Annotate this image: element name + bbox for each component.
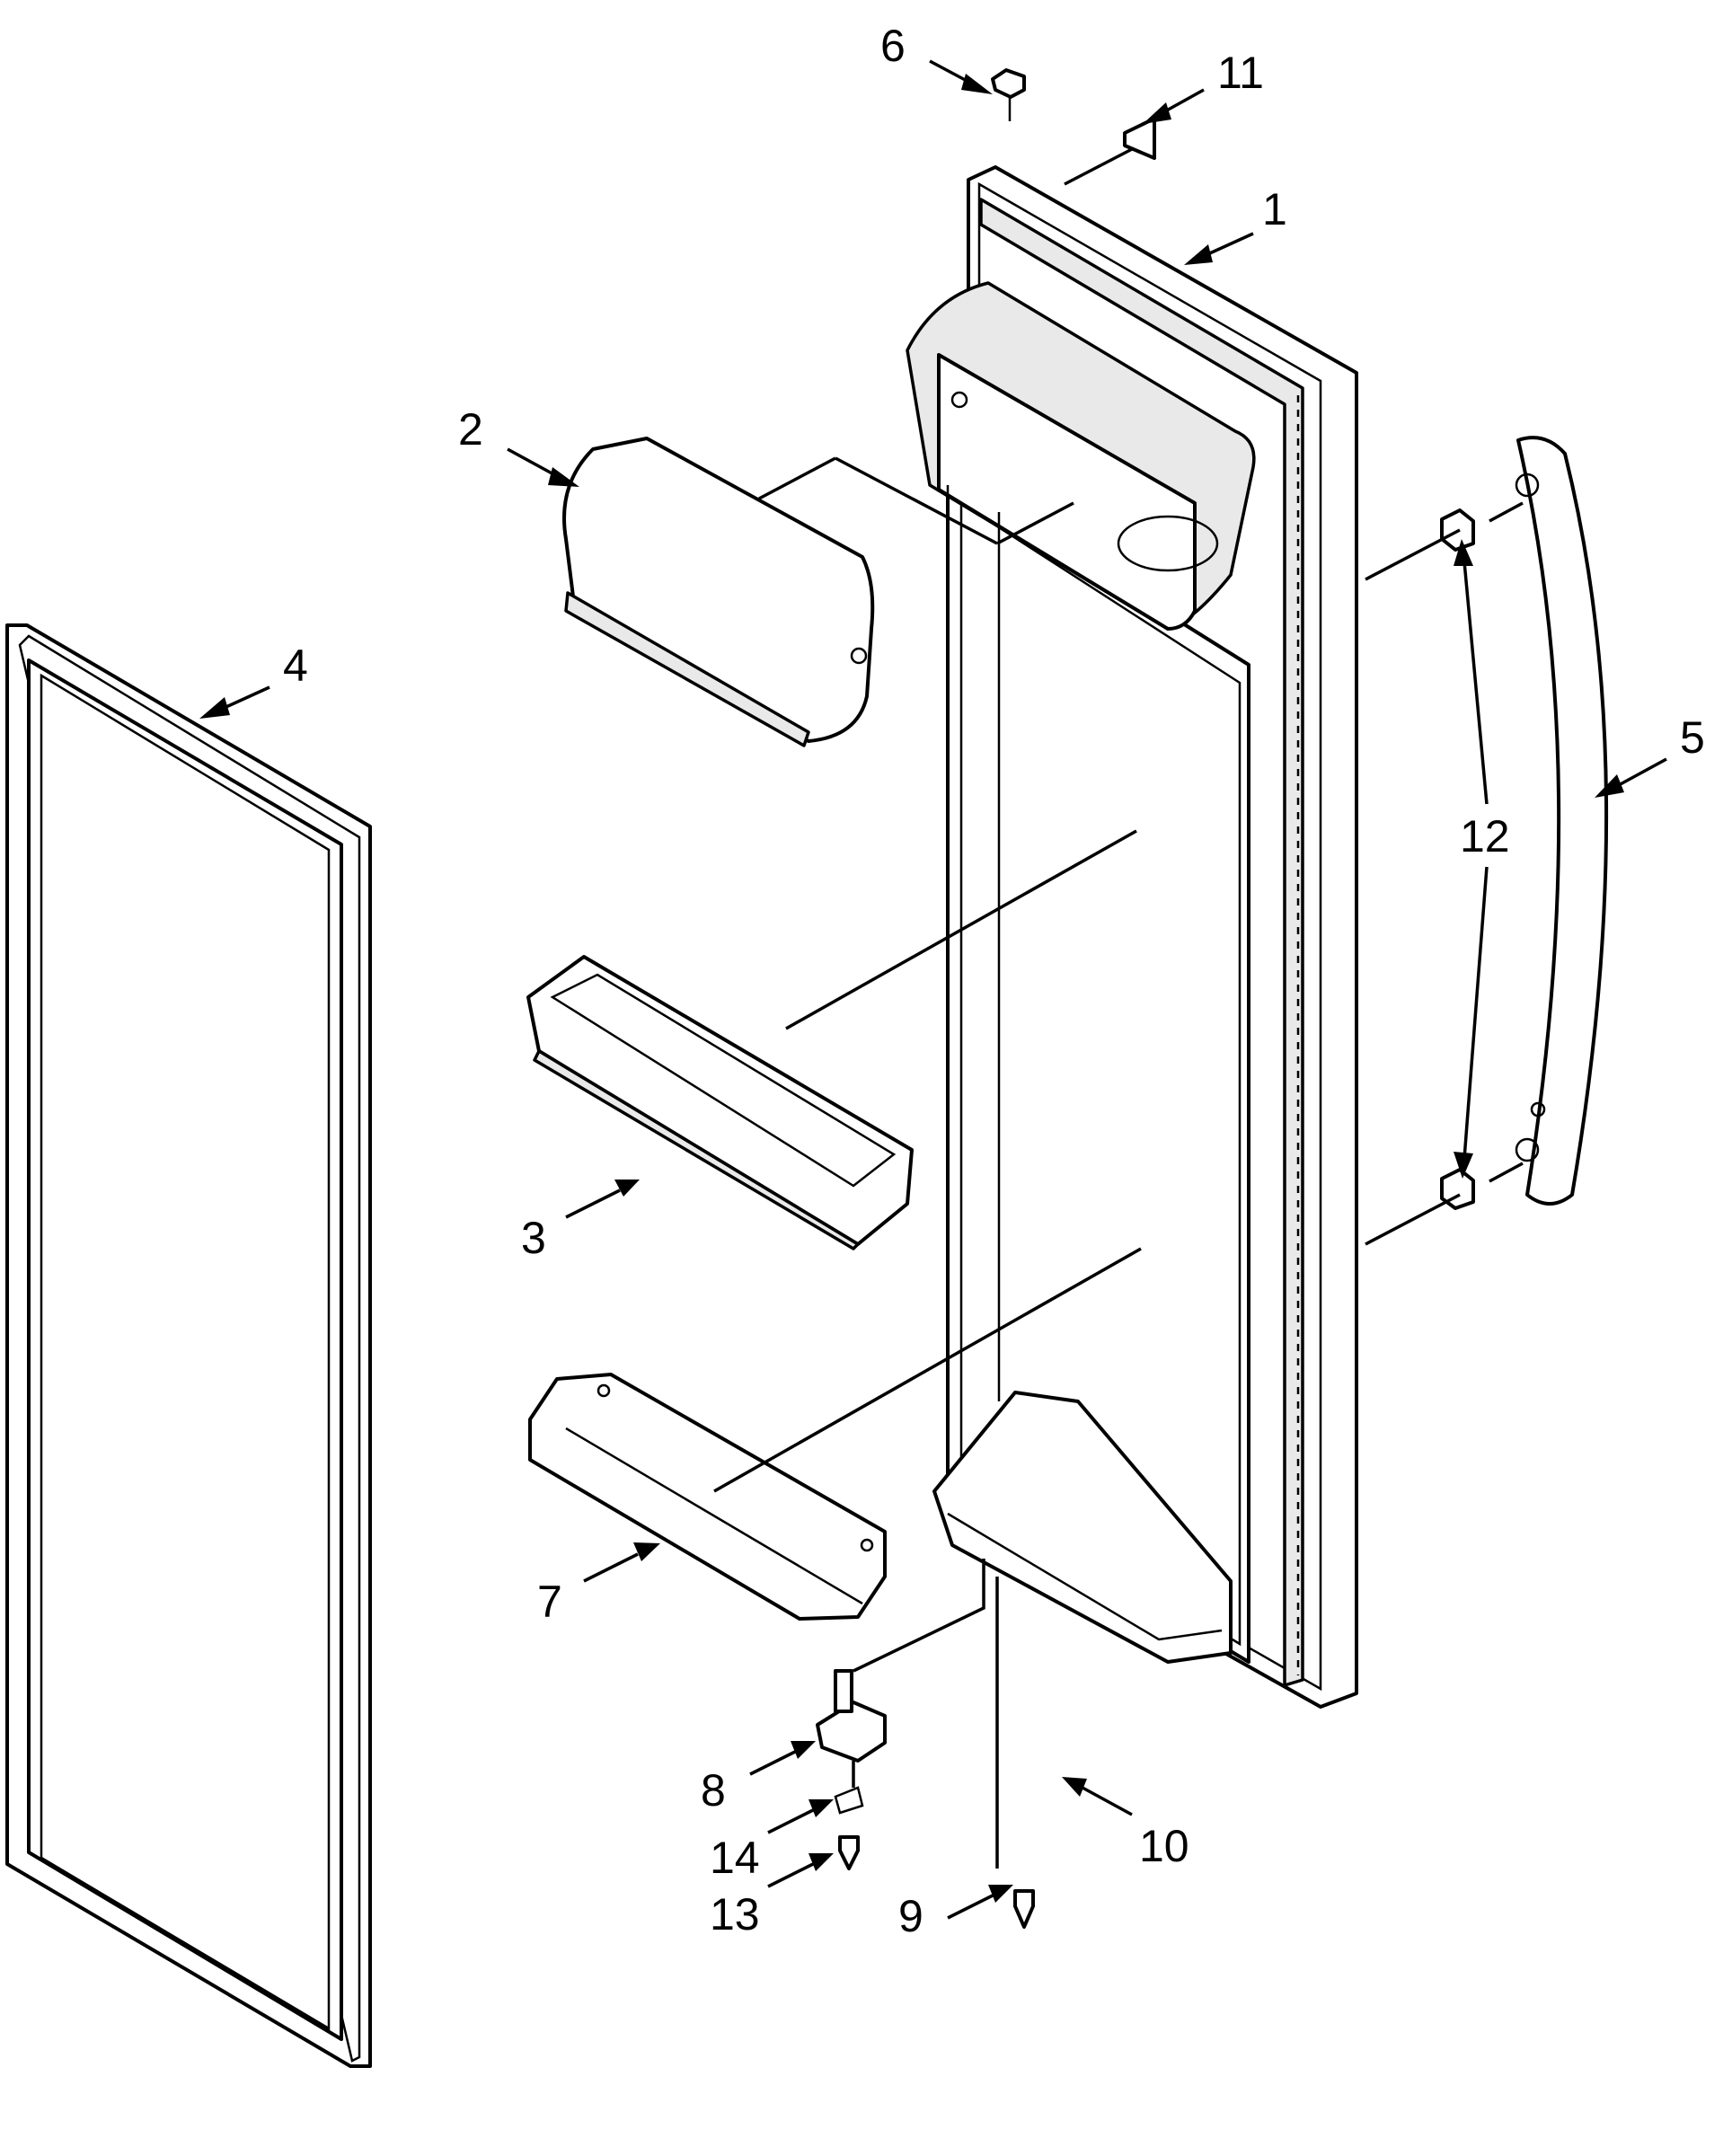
door-liner <box>906 165 1358 1709</box>
callout-7: 7 <box>537 1577 562 1627</box>
callout-4: 4 <box>283 641 308 691</box>
callout-3: 3 <box>521 1213 546 1263</box>
lower-door-bin <box>528 1373 887 1621</box>
hinge-screw <box>838 1835 860 1870</box>
assembly-lines <box>713 146 1524 1869</box>
callout-1: 1 <box>1262 184 1287 234</box>
dairy-door <box>562 437 875 747</box>
door-gasket <box>5 623 372 2068</box>
door-bin <box>526 955 914 1250</box>
callout-8: 8 <box>701 1765 726 1816</box>
hinge-shim <box>834 1786 864 1815</box>
hinge-plug <box>991 68 1026 121</box>
door-screw <box>1013 1889 1035 1929</box>
callout-12: 12 <box>1460 811 1510 862</box>
callouts: 1 2 3 4 5 6 7 8 9 10 11 12 13 14 <box>283 21 1705 1941</box>
callout-14: 14 <box>710 1833 760 1883</box>
callout-5: 5 <box>1680 712 1705 763</box>
callout-6: 6 <box>880 21 906 71</box>
callout-11: 11 <box>1217 48 1264 98</box>
door-handle <box>1515 436 1609 1206</box>
callout-10: 10 <box>1139 1821 1189 1871</box>
callout-arrows <box>199 59 1667 1920</box>
callout-13: 13 <box>710 1889 760 1940</box>
shelf-rail <box>946 485 1001 1401</box>
callout-9: 9 <box>898 1891 923 1941</box>
callout-2: 2 <box>458 404 483 455</box>
lower-hinge <box>816 1669 887 1763</box>
